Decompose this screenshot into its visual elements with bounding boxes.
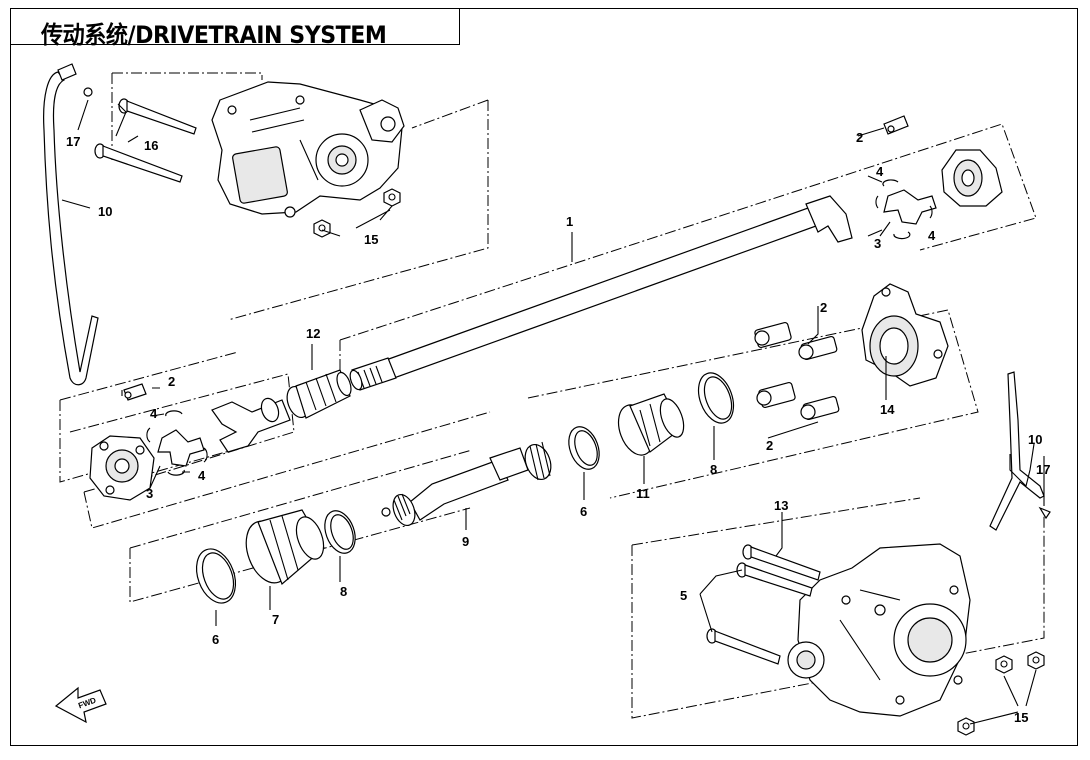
- callout-6-upper: 6: [580, 504, 587, 519]
- callout-14: 14: [880, 402, 895, 417]
- page-title: 传动系统/DRIVETRAIN SYSTEM: [41, 21, 387, 49]
- nut-15-rear-b: [1027, 651, 1045, 670]
- callout-3-left: 3: [146, 486, 153, 501]
- rear-propshaft-9: [381, 441, 552, 527]
- callout-15-rear: 15: [1014, 710, 1028, 725]
- callout-4-front-lower: 4: [928, 228, 936, 243]
- callout-17-right: 17: [1036, 462, 1050, 477]
- front-differential: [211, 81, 405, 218]
- flange-yoke-left: [89, 435, 155, 501]
- callout-12: 12: [306, 326, 320, 341]
- circlip-3-left-a: [146, 427, 151, 443]
- callout-2-mid-upper: 2: [820, 300, 827, 315]
- callouts: 1 2 2 2 2 3 3 4 4 4 4 5 6 6 7 8 8 9 10 1…: [66, 130, 1050, 725]
- rear-differential: [787, 543, 971, 717]
- callout-4-front-upper: 4: [876, 164, 884, 179]
- callout-15-front: 15: [364, 232, 378, 247]
- callout-2-top: 2: [856, 130, 863, 145]
- callout-2-mid-lower: 2: [766, 438, 773, 453]
- callout-13: 13: [774, 498, 788, 513]
- callout-4-left-lower: 4: [198, 468, 206, 483]
- title-box: 传动系统/DRIVETRAIN SYSTEM: [10, 8, 460, 49]
- circlip-4-front-b: [893, 231, 911, 240]
- callout-4-left-upper: 4: [150, 406, 158, 421]
- bolt-2-left: [123, 383, 147, 401]
- flange-14: [861, 283, 949, 387]
- clamp-ring-6-lower-inner: [201, 552, 235, 600]
- circlip-4-left-b: [167, 469, 185, 476]
- callout-8-upper: 8: [710, 462, 717, 477]
- boot-11: [617, 393, 685, 456]
- front-propshaft-1: [349, 195, 853, 391]
- callout-10-right: 10: [1028, 432, 1042, 447]
- rear-shaft-lower-box: [129, 449, 473, 603]
- breather-hose-10-right: [989, 371, 1045, 531]
- callout-9: 9: [462, 534, 469, 549]
- clamp-ring-8-upper-inner: [703, 376, 733, 420]
- clamp-17-right: [1038, 506, 1051, 520]
- leader-lines: [61, 99, 1045, 725]
- callout-8-lower: 8: [340, 584, 347, 599]
- circlip-4-front-a: [882, 179, 899, 187]
- callout-7: 7: [272, 612, 279, 627]
- front-diff-group-box: [111, 72, 489, 321]
- universal-joint-front-upper: [883, 189, 937, 225]
- callout-5: 5: [680, 588, 687, 603]
- circlip-3-left-b: [203, 447, 208, 463]
- circlip-4-left-a: [165, 410, 183, 417]
- bolt-13: [742, 544, 821, 581]
- callout-16: 16: [144, 138, 158, 153]
- callout-2-left: 2: [168, 374, 175, 389]
- slip-yoke-left: [211, 397, 291, 453]
- front-diff-group-outline: [112, 72, 263, 80]
- bolt-5-lower: [706, 628, 781, 665]
- bolt-2-mid-c: [756, 381, 796, 409]
- nut-15-rear-c: [957, 717, 975, 736]
- mounting-bolt-16-lower: [94, 143, 183, 183]
- nut-15-rear-a: [995, 655, 1013, 674]
- hose-end-left: [57, 63, 77, 81]
- boot-12: [286, 369, 352, 419]
- boot-7: [245, 509, 325, 586]
- mounting-bolt-16-upper: [118, 98, 197, 135]
- breather-hose-10-left: [43, 71, 99, 386]
- bolt-2-top: [883, 115, 909, 135]
- callout-1: 1: [566, 214, 573, 229]
- callout-6-lower: 6: [212, 632, 219, 647]
- clamp-ring-6-upper-inner: [574, 430, 598, 466]
- bolt-2-mid-a: [754, 321, 792, 349]
- clamp-17-left: [83, 87, 93, 97]
- callout-3-front: 3: [874, 236, 881, 251]
- universal-joint-left: [157, 429, 205, 467]
- bolt-2-mid-b: [798, 335, 838, 361]
- nut-15-front-upper: [383, 188, 401, 207]
- circlip-3-front-b: [929, 205, 933, 219]
- callout-11: 11: [636, 486, 650, 501]
- forward-direction-arrow: FWD: [54, 686, 107, 724]
- circlip-3-front-a: [875, 195, 879, 209]
- yoke-flange-upper: [941, 149, 1003, 207]
- callout-17-left: 17: [66, 134, 80, 149]
- nut-15-front-lower: [313, 219, 331, 238]
- diagram-frame: [10, 8, 1078, 746]
- bolt-5-upper: [736, 562, 813, 597]
- bolt-2-mid-d: [800, 395, 840, 421]
- rear-flange-box: [527, 309, 979, 499]
- callout-10-left: 10: [98, 204, 112, 219]
- clamp-ring-8-lower-inner: [330, 514, 354, 550]
